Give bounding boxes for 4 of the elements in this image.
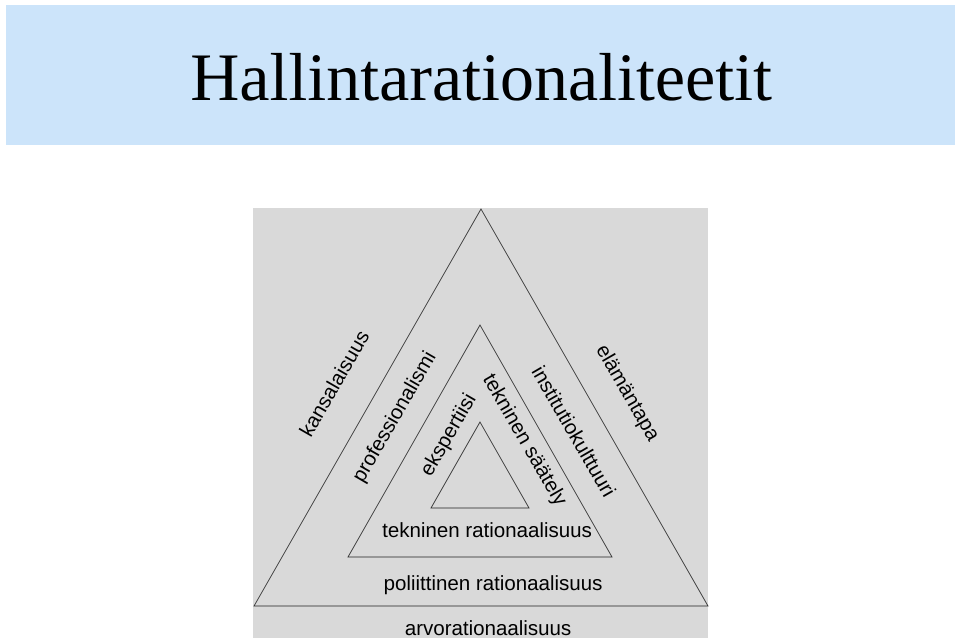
base-label: poliittinen rationaalisuus	[384, 575, 602, 594]
base-label: tekninen rationaalisuus	[382, 522, 592, 538]
base-label: arvorationaalisuus	[406, 620, 570, 636]
title-banner: Hallintarationaliteetit	[6, 5, 955, 145]
